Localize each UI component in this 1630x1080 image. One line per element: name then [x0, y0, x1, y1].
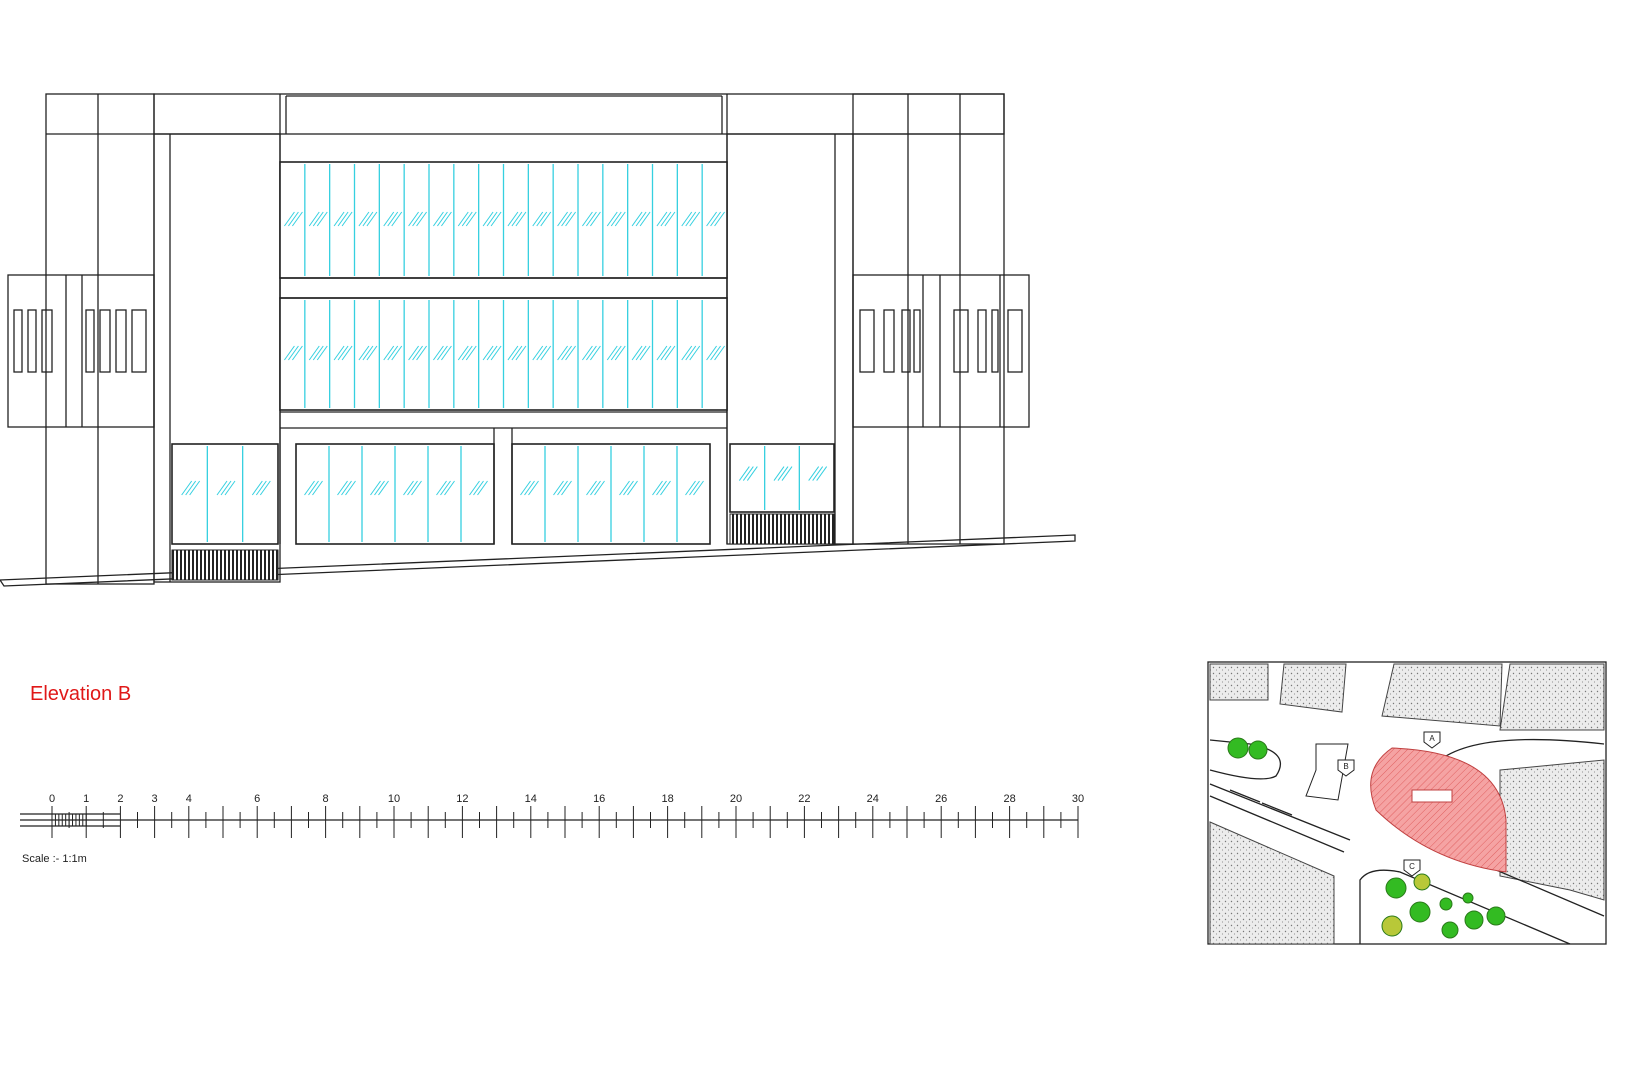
- site-marker-label: A: [1429, 734, 1435, 743]
- scale-tick-label: 16: [593, 793, 605, 805]
- site-marker-label: B: [1343, 762, 1348, 771]
- left-bay-box: [7, 274, 155, 428]
- shopfront-1: [171, 443, 279, 545]
- site-marker: [1337, 759, 1355, 777]
- scale-tick-label: 24: [867, 793, 879, 805]
- scale-tick-label: 1: [83, 793, 89, 805]
- scale-tick-label: 14: [525, 793, 537, 805]
- scale-tick-label: 12: [456, 793, 468, 805]
- tree-icon: [1248, 740, 1268, 760]
- ground-line: [0, 534, 1076, 587]
- scale-tick-label: 10: [388, 793, 400, 805]
- parapet: [153, 93, 1005, 135]
- scale-tick-label: 3: [152, 793, 158, 805]
- drawing-title: Elevation B: [30, 683, 131, 705]
- tree-icon: [1464, 910, 1484, 930]
- scale-tick-label: 6: [254, 793, 260, 805]
- site-area: [1370, 747, 1507, 873]
- scale-tick-label: 26: [935, 793, 947, 805]
- tree-icon: [1441, 921, 1459, 939]
- tree-icon: [1409, 901, 1431, 923]
- right-bay-box: [852, 274, 1030, 428]
- scale-tick-label: 4: [186, 793, 192, 805]
- scale-tick-label: 20: [730, 793, 742, 805]
- site-marker-label: C: [1409, 862, 1415, 871]
- scale-tick-label: 8: [323, 793, 329, 805]
- vent-left: [171, 549, 279, 581]
- shopfronts: [171, 428, 835, 545]
- scale-tick-label: 18: [661, 793, 673, 805]
- tree-icon: [1439, 897, 1453, 911]
- shopfront-4: [729, 443, 835, 513]
- tree-icon: [1381, 915, 1403, 937]
- scale-tick-label: 30: [1072, 793, 1084, 805]
- scale-tick-label: 2: [117, 793, 123, 805]
- tree-icon: [1227, 737, 1249, 759]
- scale-tick-label: 0: [49, 793, 55, 805]
- scale-note: Scale :- 1:1m: [22, 853, 87, 865]
- tree-icon: [1486, 906, 1506, 926]
- site-plan-inset: A B C: [1207, 661, 1607, 945]
- site-marker: [1423, 731, 1441, 749]
- scale-tick-label: 22: [798, 793, 810, 805]
- curtain-wall-middle: [279, 297, 728, 411]
- tree-icon: [1385, 877, 1407, 899]
- vent-right: [729, 513, 835, 545]
- tree-icon: [1413, 873, 1431, 891]
- scale-tick-label: 28: [1003, 793, 1015, 805]
- right-outer-block: [852, 93, 1005, 545]
- tree-icon: [1462, 892, 1474, 904]
- site-marker: [1403, 859, 1421, 877]
- curtain-wall-upper: [279, 161, 728, 279]
- elevation-drawing: [0, 93, 1076, 587]
